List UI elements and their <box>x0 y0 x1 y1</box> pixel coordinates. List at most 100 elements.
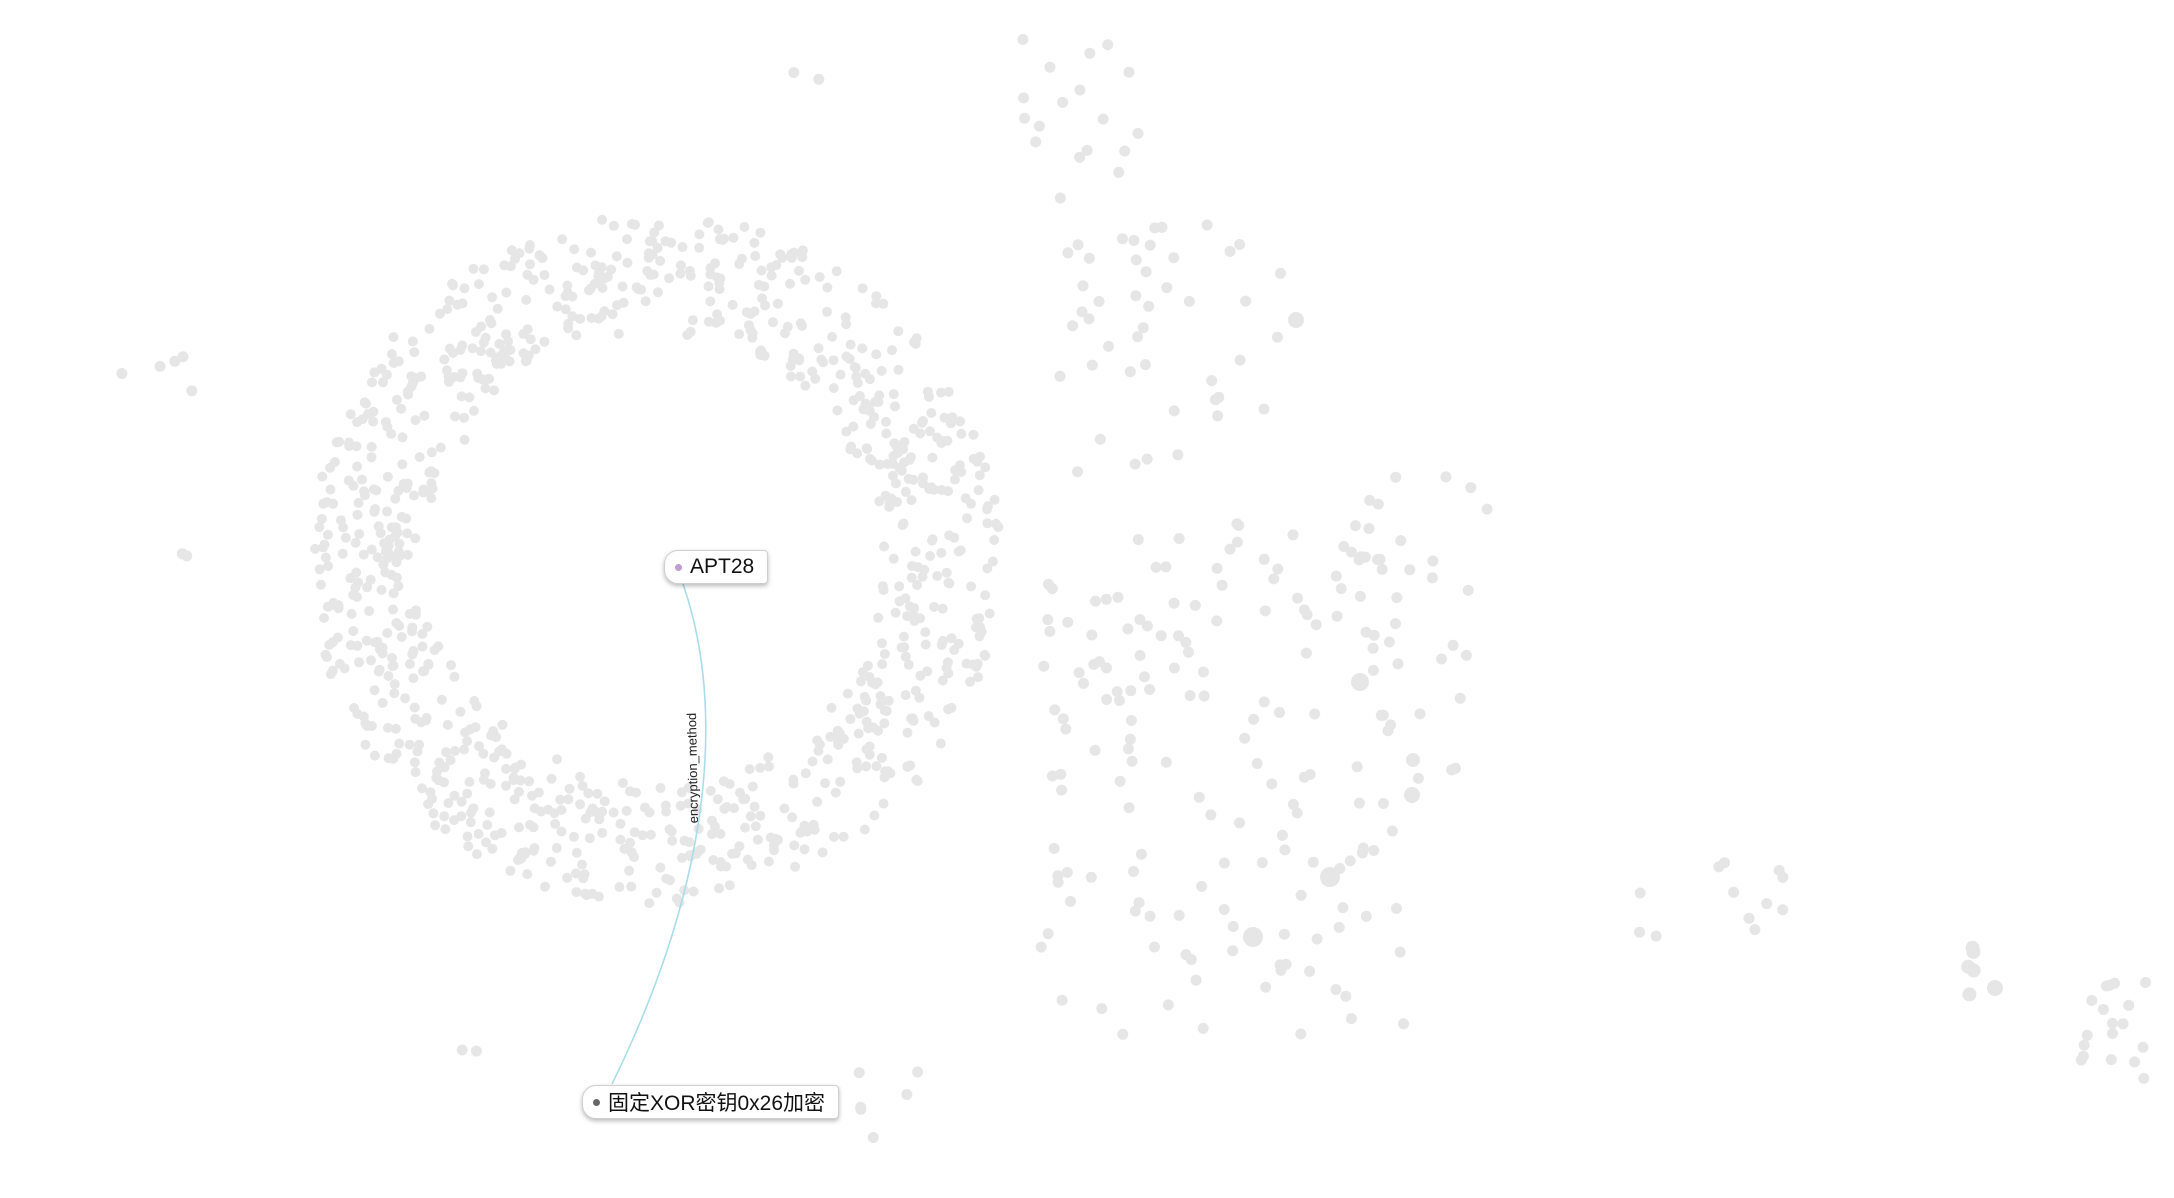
background-node <box>1168 597 1180 609</box>
background-node <box>177 351 189 363</box>
background-node <box>968 429 979 440</box>
background-node <box>1083 313 1095 325</box>
background-node <box>1239 732 1251 744</box>
background-node <box>607 309 618 320</box>
background-node <box>575 799 586 810</box>
background-node <box>852 377 863 388</box>
background-node <box>740 822 750 833</box>
background-node <box>902 727 913 738</box>
background-node <box>706 815 717 826</box>
background-node <box>1335 583 1347 595</box>
background-node <box>956 428 967 439</box>
node-xor-encryption[interactable]: 固定XOR密钥0x26加密 <box>582 1085 840 1119</box>
background-node <box>1227 945 1239 957</box>
background-node <box>499 345 510 356</box>
background-node <box>935 387 946 398</box>
background-node <box>501 780 511 791</box>
background-node <box>1320 867 1340 887</box>
background-node <box>917 571 928 582</box>
background-node <box>2105 1054 2117 1066</box>
background-node <box>523 350 534 361</box>
background-node <box>855 1103 867 1115</box>
background-node <box>982 563 993 574</box>
background-node <box>2078 1039 2090 1051</box>
background-node <box>857 343 868 354</box>
background-node <box>492 303 503 314</box>
background-node <box>1100 593 1112 605</box>
background-node <box>1123 66 1135 78</box>
background-node <box>329 457 340 467</box>
background-node <box>800 274 811 285</box>
background-node <box>1291 807 1303 819</box>
background-node <box>873 612 884 623</box>
background-node <box>763 752 774 763</box>
background-node <box>417 783 427 794</box>
background-node <box>450 411 460 422</box>
background-node <box>735 787 745 798</box>
background-node <box>567 311 578 322</box>
background-node <box>1124 366 1136 378</box>
background-node <box>1072 466 1083 478</box>
background-node <box>624 786 635 797</box>
background-node <box>890 478 901 489</box>
background-node <box>1062 247 1074 259</box>
background-node <box>373 521 384 532</box>
background-node <box>794 265 804 276</box>
background-node <box>879 718 890 729</box>
background-node <box>1101 662 1112 674</box>
background-node <box>1122 743 1134 755</box>
background-node <box>816 354 827 365</box>
background-node <box>544 284 555 295</box>
background-node <box>961 658 972 669</box>
background-node <box>496 828 507 838</box>
background-node <box>1134 650 1146 661</box>
background-node <box>812 735 823 746</box>
background-node <box>154 360 166 372</box>
background-node <box>551 843 562 853</box>
background-node <box>1160 756 1172 768</box>
background-node <box>366 655 376 666</box>
background-node <box>841 426 852 437</box>
background-node <box>396 403 407 414</box>
background-node <box>379 538 390 549</box>
background-node <box>1298 604 1310 616</box>
background-node <box>861 761 872 772</box>
background-node <box>644 807 655 818</box>
background-node <box>820 778 831 789</box>
background-node <box>888 389 899 400</box>
background-node <box>676 260 687 271</box>
background-node <box>594 814 605 825</box>
background-node <box>585 807 596 818</box>
background-node <box>407 336 418 347</box>
background-node <box>1057 96 1069 108</box>
background-node <box>391 618 402 628</box>
background-node <box>734 841 745 852</box>
background-node <box>317 471 328 482</box>
background-node <box>345 573 356 584</box>
background-node <box>372 552 383 563</box>
background-node <box>1390 471 1402 483</box>
background-node <box>1135 848 1147 860</box>
background-node <box>471 849 482 860</box>
background-node <box>325 669 336 680</box>
background-node <box>622 257 633 268</box>
background-node <box>382 506 393 517</box>
background-node <box>1372 498 1384 510</box>
background-node <box>869 810 880 821</box>
background-node <box>478 264 489 275</box>
relationship-edge[interactable] <box>611 583 707 1085</box>
background-node <box>645 269 656 280</box>
background-node <box>878 298 889 309</box>
background-node <box>1243 927 1263 947</box>
background-node <box>1272 563 1284 575</box>
background-node <box>862 444 873 454</box>
node-apt28[interactable]: APT28 <box>664 550 769 584</box>
background-node <box>459 744 470 755</box>
background-node <box>900 486 911 497</box>
background-node <box>1076 306 1088 318</box>
background-node <box>427 793 437 804</box>
background-node <box>2086 995 2098 1006</box>
background-node <box>688 886 699 897</box>
background-node <box>705 785 716 796</box>
